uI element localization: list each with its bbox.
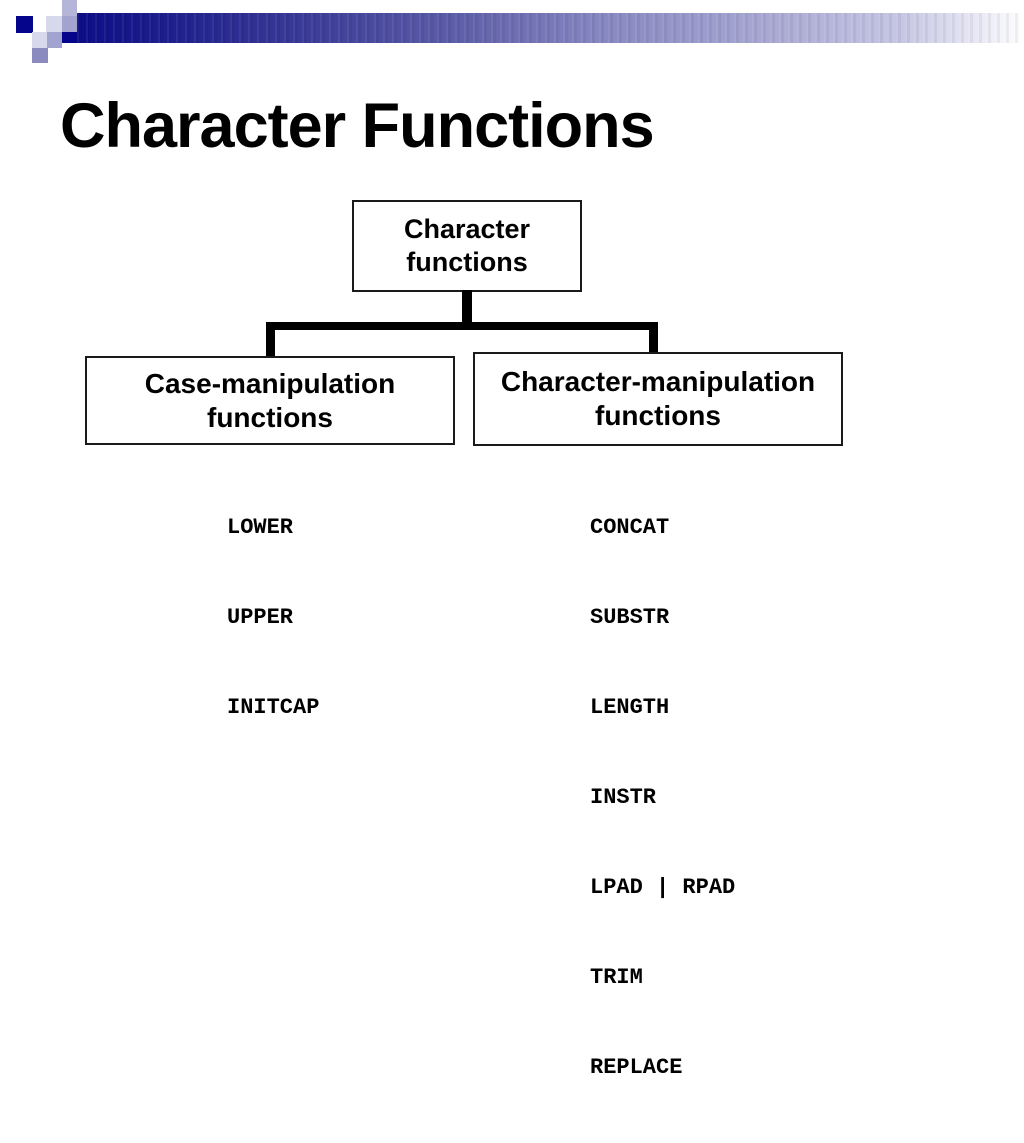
- character-manipulation-function-list: CONCAT SUBSTR LENGTH INSTR LPAD | RPAD T…: [590, 453, 735, 1143]
- decor-square: [47, 32, 62, 48]
- function-item: INSTR: [590, 785, 657, 810]
- case-manipulation-function-list: LOWER UPPER INITCAP: [227, 453, 319, 783]
- node-label-line: functions: [207, 401, 333, 433]
- function-item: LPAD | RPAD: [590, 875, 736, 900]
- node-label-line: Case-manipulation: [144, 367, 396, 399]
- node-label-line: Character: [403, 214, 531, 244]
- decor-square: [62, 0, 77, 16]
- connector-root-stub: [462, 290, 472, 323]
- connector-left-drop: [266, 322, 275, 357]
- decor-square: [32, 48, 48, 63]
- node-character-functions: Character functions: [352, 200, 582, 292]
- decor-square: [46, 16, 62, 32]
- decor-square: [32, 32, 47, 48]
- function-item: UPPER: [227, 605, 294, 630]
- header-gradient-bar: [77, 13, 1024, 43]
- connector-horizontal: [266, 322, 658, 330]
- function-item: LENGTH: [590, 695, 670, 720]
- function-item: LOWER: [227, 515, 294, 540]
- slide-title: Character Functions: [60, 91, 655, 161]
- decor-square: [62, 16, 77, 32]
- node-case-manipulation: Case-manipulation functions: [85, 356, 455, 445]
- function-item: REPLACE: [590, 1055, 683, 1080]
- connector-right-drop: [649, 322, 658, 353]
- node-label-line: Character-manipulation: [500, 366, 816, 397]
- node-label-line: functions: [595, 400, 721, 431]
- node-label-line: functions: [406, 247, 528, 277]
- function-item: CONCAT: [590, 515, 670, 540]
- decor-square: [62, 32, 77, 43]
- function-item: SUBSTR: [590, 605, 670, 630]
- node-character-manipulation: Character-manipulation functions: [473, 352, 843, 446]
- function-item: INITCAP: [227, 695, 320, 720]
- decor-square: [16, 16, 33, 33]
- function-item: TRIM: [590, 965, 643, 990]
